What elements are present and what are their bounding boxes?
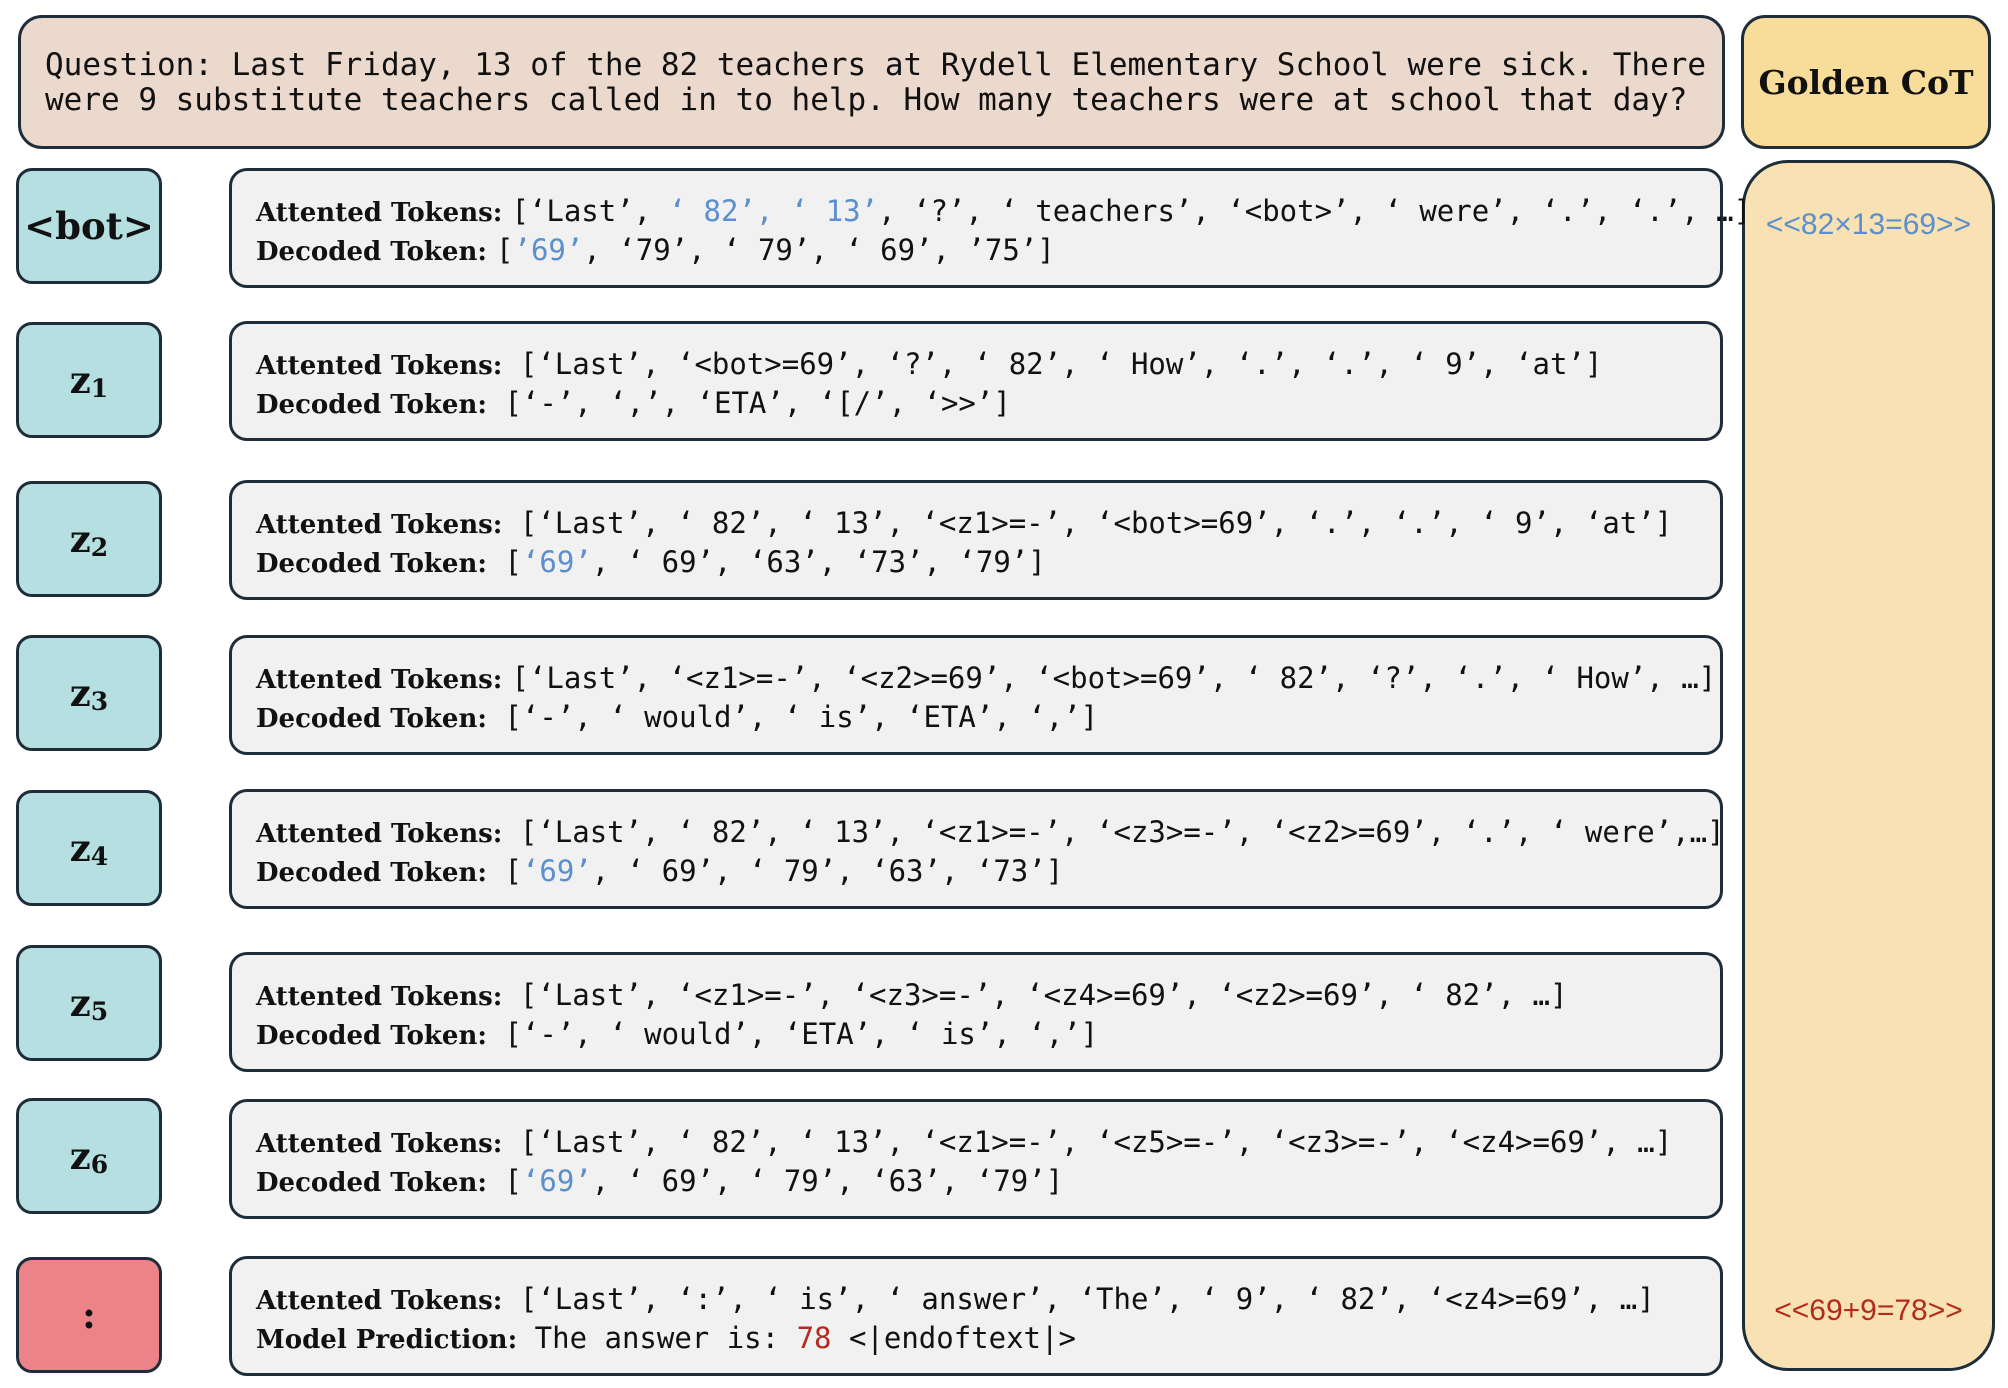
decoded-tokens: [‘-’, ‘ would’, ‘ETA’, ‘ is’, ‘,’] <box>504 1017 1099 1051</box>
decoded-token-line: Decoded Token: [‘69’, ‘ 69’, ‘63’, ‘73’,… <box>256 545 1046 579</box>
token-node-subscript: 1 <box>90 373 109 403</box>
attended-tokens-line: Attented Tokens: [‘Last’, ‘ 82’, ‘ 13’, … <box>256 815 1725 849</box>
token-panel-z6: Attented Tokens: [‘Last’, ‘ 82’, ‘ 13’, … <box>229 1099 1723 1219</box>
decoded-tokens-highlight: ‘69’ <box>521 854 592 888</box>
token-node-subscript: 6 <box>90 1149 109 1179</box>
attended-label: Attented Tokens <box>256 665 493 695</box>
attended-tokens-line: Attented Tokens: [‘Last’, ‘ 82’, ‘ 13’, … <box>256 506 1673 540</box>
decoded-tokens-highlight: ‘69’ <box>521 1164 592 1198</box>
decoded-label: Decoded Token <box>256 704 478 734</box>
model-prediction-line: Model Prediction: The answer is: 78 <|en… <box>256 1320 1720 1359</box>
token-panel-z2: Attented Tokens: [‘Last’, ‘ 82’, ‘ 13’, … <box>229 480 1723 600</box>
golden-cot-column <box>1742 160 1995 1371</box>
token-panel-z5: Attented Tokens: [‘Last’, ‘<z1>=-’, ‘<z3… <box>229 952 1723 1072</box>
decoded-label: Decoded Token <box>256 237 478 267</box>
attended-tokens-highlight: ‘ 82’, ‘ 13’ <box>668 194 879 228</box>
token-node-label: : <box>82 1293 96 1337</box>
decoded-token-line: Decoded Token: [‘-’, ‘ would’, ‘ETA’, ‘ … <box>256 1017 1099 1051</box>
golden-cot-step-1: <<82×13=69>> <box>1765 208 1972 241</box>
attended-label: Attented Tokens <box>256 351 493 381</box>
decoded-token-line: Decoded Token: [‘-’, ‘ would’, ‘ is’, ‘E… <box>256 700 1099 734</box>
decoded-tokens-rest: , ‘ 69’, ‘ 79’, ‘63’, ‘73’] <box>591 854 1064 888</box>
token-node-subscript: 2 <box>90 532 109 562</box>
token-node-subscript: 3 <box>90 686 109 716</box>
token-node-subscript: 4 <box>90 841 109 871</box>
prediction-text: The answer is: <box>534 1321 797 1355</box>
prediction-value: 78 <box>796 1321 832 1355</box>
decoded-label: Decoded Token <box>256 549 478 579</box>
decoded-label: Decoded Token <box>256 1021 478 1051</box>
attended-tokens: [‘Last’, ‘ 82’, ‘ 13’, ‘<z1>=-’, ‘<bot>=… <box>519 506 1673 540</box>
token-panel-z3: Attented Tokens: [‘Last’, ‘<z1>=-’, ‘<z2… <box>229 635 1723 755</box>
golden-cot-step-2: <<69+9=78>> <box>1774 1294 1963 1327</box>
attended-tokens: [‘Last’, ‘<z1>=-’, ‘<z3>=-’, ‘<z4>=69’, … <box>519 978 1568 1012</box>
token-panel-bot: Attented Tokens: [‘Last’, ‘ 82’, ‘ 13’, … <box>229 168 1752 288</box>
attended-tokens-line: Attented Tokens: [‘Last’, ‘<bot>=69’, ‘?… <box>256 347 1603 381</box>
attended-tokens: [‘Last’, <box>511 194 669 228</box>
token-panel-z4: Attented Tokens: [‘Last’, ‘ 82’, ‘ 13’, … <box>229 789 1725 909</box>
question-line-2: were 9 substitute teachers called in to … <box>45 82 1688 118</box>
attended-tokens-line: Attented Tokens: [‘Last’, ‘ 82’, ‘ 13’, … <box>256 194 1752 228</box>
golden-cot-title: Golden CoT <box>1741 15 1991 149</box>
attended-tokens-rest: , ‘?’, ‘ teachers’, ‘<bot>’, ‘ were’, ‘.… <box>878 194 1752 228</box>
attended-label: Attented Tokens <box>256 982 493 1012</box>
decoded-label: Decoded Token <box>256 390 478 420</box>
decoded-tokens: [ <box>504 854 522 888</box>
attended-label: Attented Tokens <box>256 198 493 228</box>
token-node-label: z <box>69 826 91 870</box>
token-panel-final: Attented Tokens: [‘Last’, ‘:’, ‘ is’, ‘ … <box>229 1256 1723 1376</box>
decoded-tokens: [‘-’, ‘,’, ‘ETA’, ‘[/’, ‘>>’] <box>504 386 1011 420</box>
attended-tokens: [‘Last’, ‘<bot>=69’, ‘?’, ‘ 82’, ‘ How’,… <box>519 347 1603 381</box>
decoded-token-line: Decoded Token: [‘69’, ‘ 69’, ‘ 79’, ‘63’… <box>256 854 1064 888</box>
attended-label: Attented Tokens <box>256 1129 493 1159</box>
decoded-tokens: [ <box>504 545 522 579</box>
token-node-label: z <box>69 1134 91 1178</box>
attended-tokens-line: Attented Tokens: [‘Last’, ‘<z1>=-’, ‘<z2… <box>256 661 1717 695</box>
attended-label: Attented Tokens <box>256 1286 493 1316</box>
attended-tokens-line: Attented Tokens: [‘Last’, ‘:’, ‘ is’, ‘ … <box>256 1282 1655 1316</box>
question-line-1: Question: Last Friday, 13 of the 82 teac… <box>45 47 1707 83</box>
decoded-tokens-highlight: ’69’ <box>513 233 584 267</box>
decoded-tokens-rest: , ‘ 69’, ‘ 79’, ‘63’, ‘79’] <box>591 1164 1064 1198</box>
token-node-label: z <box>69 671 91 715</box>
decoded-tokens-rest: , ‘ 69’, ‘63’, ‘73’, ‘79’] <box>591 545 1046 579</box>
decoded-tokens: [ <box>504 1164 522 1198</box>
prediction-label: Model Prediction: <box>256 1325 518 1355</box>
token-node-subscript: 5 <box>90 996 109 1026</box>
prediction-end-token: <|endoftext|> <box>831 1321 1076 1355</box>
attended-label: Attented Tokens <box>256 819 493 849</box>
attended-tokens-line: Attented Tokens: [‘Last’, ‘<z1>=-’, ‘<z3… <box>256 978 1568 1012</box>
attended-tokens: [‘Last’, ‘ 82’, ‘ 13’, ‘<z1>=-’, ‘<z3>=-… <box>519 815 1725 849</box>
token-node-label: z <box>69 517 91 561</box>
decoded-token-line: Decoded Token: [‘69’, ‘ 69’, ‘ 79’, ‘63’… <box>256 1164 1064 1198</box>
token-node-colon: : <box>16 1257 162 1373</box>
decoded-tokens-rest: , ‘79’, ‘ 79’, ‘ 69’, ’75’] <box>583 233 1055 267</box>
decoded-token-line: Decoded Token: [‘-’, ‘,’, ‘ETA’, ‘[/’, ‘… <box>256 386 1011 420</box>
question-box: Question: Last Friday, 13 of the 82 teac… <box>18 15 1725 149</box>
attended-tokens-line: Attented Tokens: [‘Last’, ‘ 82’, ‘ 13’, … <box>256 1125 1673 1159</box>
decoded-label: Decoded Token <box>256 1168 478 1198</box>
attended-label: Attented Tokens <box>256 510 493 540</box>
decoded-label: Decoded Token <box>256 858 478 888</box>
decoded-token-line: Decoded Token: [’69’, ‘79’, ‘ 79’, ‘ 69’… <box>256 233 1055 267</box>
token-panel-z1: Attented Tokens: [‘Last’, ‘<bot>=69’, ‘?… <box>229 321 1723 441</box>
attended-tokens: [‘Last’, ‘<z1>=-’, ‘<z2>=69’, ‘<bot>=69’… <box>511 661 1717 695</box>
token-node-label: z <box>69 981 91 1025</box>
token-node-label: <bot> <box>24 204 154 248</box>
decoded-tokens: [ <box>496 233 514 267</box>
decoded-tokens-highlight: ‘69’ <box>521 545 592 579</box>
attended-tokens: [‘Last’, ‘ 82’, ‘ 13’, ‘<z1>=-’, ‘<z5>=-… <box>519 1125 1673 1159</box>
token-node-label: z <box>69 358 91 402</box>
attended-tokens: [‘Last’, ‘:’, ‘ is’, ‘ answer’, ‘The’, ‘… <box>519 1282 1655 1316</box>
token-node-bot: <bot> <box>16 168 162 284</box>
decoded-tokens: [‘-’, ‘ would’, ‘ is’, ‘ETA’, ‘,’] <box>504 700 1099 734</box>
